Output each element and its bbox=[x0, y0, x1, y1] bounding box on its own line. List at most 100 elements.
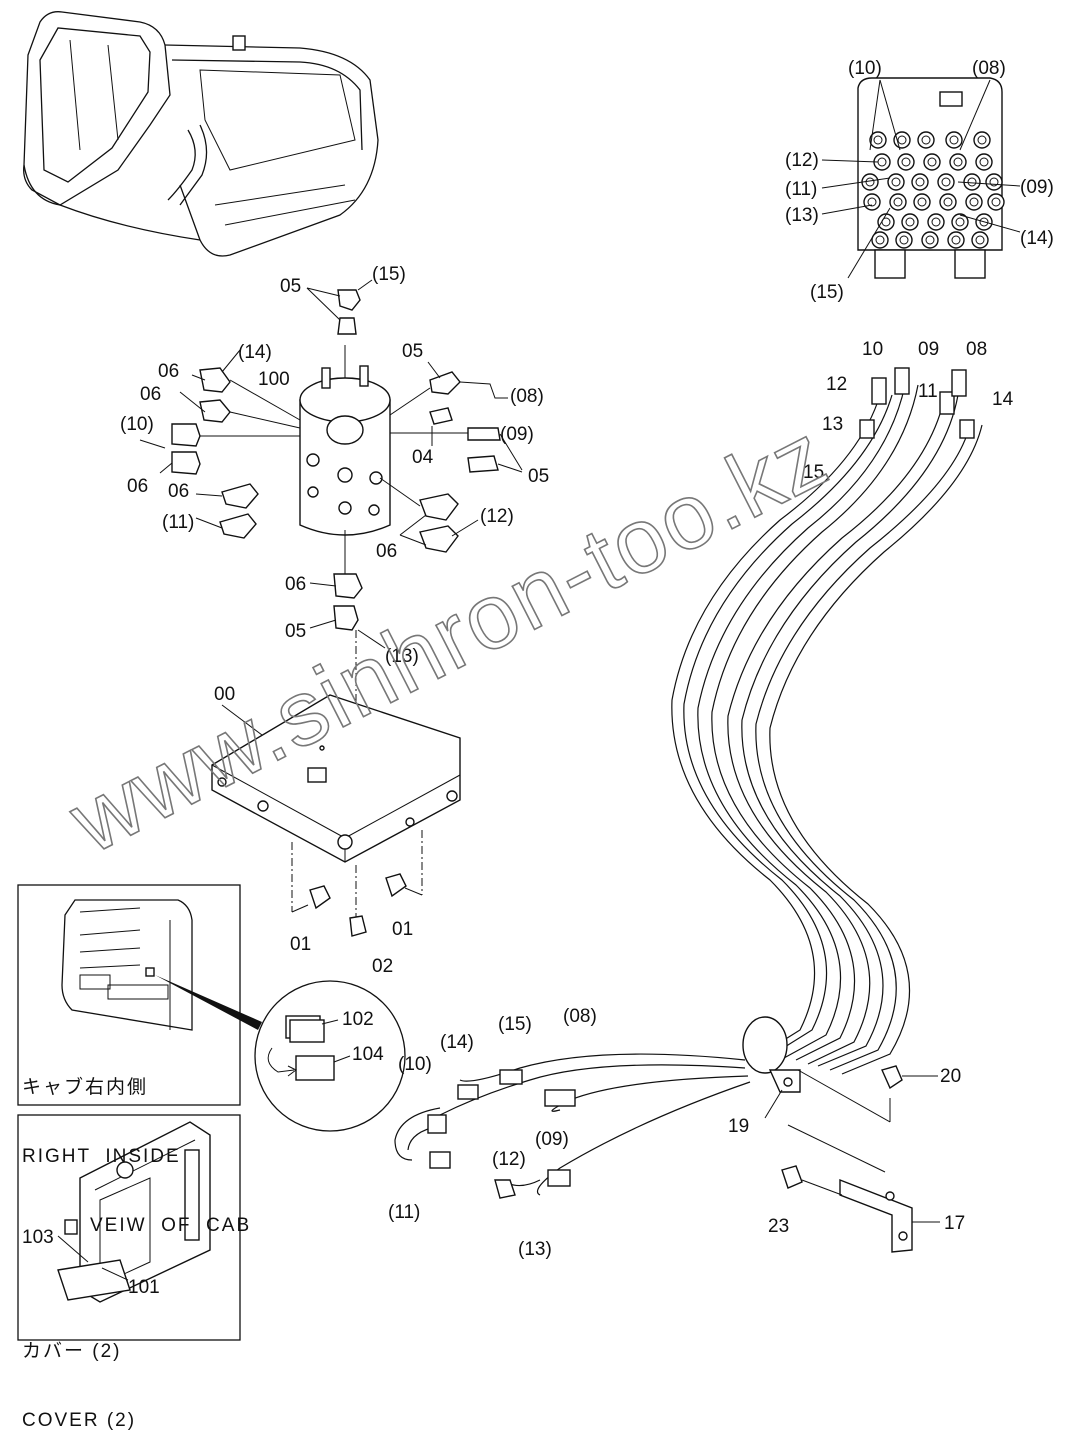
valve-port-core bbox=[941, 177, 951, 187]
hose-bundle bbox=[394, 367, 983, 1199]
inset-cover-caption: カバー (2) COVER (2) bbox=[22, 1294, 136, 1455]
valve-port-core bbox=[925, 235, 935, 245]
valve-label-09: (09) bbox=[1020, 177, 1054, 198]
valve-port bbox=[945, 131, 963, 149]
cover-caption-jp: カバー (2) bbox=[22, 1341, 122, 1362]
valve-port bbox=[901, 213, 919, 231]
cab-caption-jp: キャブ右内側 bbox=[22, 1077, 149, 1098]
valve-port bbox=[917, 131, 935, 149]
hose-end-08: (08) bbox=[563, 1006, 597, 1027]
valve-port-core bbox=[915, 177, 925, 187]
hose-top-11: 11 bbox=[918, 381, 938, 402]
valve-port bbox=[913, 193, 931, 211]
part-labels: 100 05 (15) 06 (14) 06 (10) 06 06 (11) 0… bbox=[22, 58, 1054, 1298]
hose-top-09: 09 bbox=[918, 339, 939, 360]
valve-port-core bbox=[891, 177, 901, 187]
valve-port-core bbox=[953, 157, 963, 167]
valve-port bbox=[887, 173, 905, 191]
valve-label-15: (15) bbox=[810, 282, 844, 303]
bracket-20: 20 bbox=[940, 1066, 961, 1087]
bracket-19: 19 bbox=[728, 1116, 749, 1137]
valve-port bbox=[951, 213, 969, 231]
label-06-f: 06 bbox=[285, 574, 306, 595]
label-06-c: 06 bbox=[127, 476, 148, 497]
valve-port bbox=[911, 173, 929, 191]
valve-label-14: (14) bbox=[1020, 228, 1054, 249]
inset-cab-view bbox=[17, 884, 262, 1106]
valve-port-core bbox=[979, 157, 989, 167]
hose-end-15: (15) bbox=[498, 1014, 532, 1035]
valve-port bbox=[877, 213, 895, 231]
hose-top-14: 14 bbox=[992, 389, 1014, 410]
valve-port bbox=[863, 193, 881, 211]
label-04: 04 bbox=[412, 447, 434, 468]
label-06-b: 06 bbox=[140, 384, 161, 405]
valve-port-core bbox=[979, 217, 989, 227]
valve-port-core bbox=[867, 197, 877, 207]
valve-port-core bbox=[977, 135, 987, 145]
valve-port bbox=[871, 231, 889, 249]
valve-port bbox=[949, 153, 967, 171]
hose-end-13: (13) bbox=[518, 1239, 552, 1260]
cab-caption-en-2: VEIW OF CAB bbox=[90, 1215, 252, 1236]
label-05-right: 05 bbox=[402, 341, 423, 362]
valve-port bbox=[939, 193, 957, 211]
valve-port bbox=[987, 193, 1005, 211]
valve-port bbox=[947, 231, 965, 249]
bracket-17: 17 bbox=[944, 1213, 965, 1234]
excavator-sketch bbox=[23, 11, 379, 257]
valve-port bbox=[973, 131, 991, 149]
valve-port-core bbox=[873, 135, 883, 145]
label-08-right: (08) bbox=[510, 386, 544, 407]
valve-port bbox=[963, 173, 981, 191]
valve-port bbox=[889, 193, 907, 211]
valve-port bbox=[937, 173, 955, 191]
valve-port-core bbox=[989, 177, 999, 187]
label-00: 00 bbox=[214, 684, 235, 705]
label-100: 100 bbox=[258, 369, 290, 390]
inset-102: 102 bbox=[342, 1009, 374, 1030]
valve-port-core bbox=[951, 235, 961, 245]
label-11-left: (11) bbox=[162, 512, 194, 533]
valve-port bbox=[869, 131, 887, 149]
valve-port bbox=[897, 153, 915, 171]
hose-top-13: 13 bbox=[822, 414, 843, 435]
label-01-b: 01 bbox=[392, 919, 413, 940]
valve-label-11: (11) bbox=[785, 179, 817, 200]
label-06-e: 06 bbox=[376, 541, 397, 562]
label-05-r2: 05 bbox=[528, 466, 549, 487]
label-14-left: (14) bbox=[238, 342, 272, 363]
valve-port-core bbox=[917, 197, 927, 207]
valve-port-core bbox=[975, 235, 985, 245]
detail-circle bbox=[254, 980, 406, 1132]
inset-cover-view bbox=[17, 1114, 241, 1341]
fittings bbox=[139, 279, 523, 775]
valve-port bbox=[923, 153, 941, 171]
swivel-block bbox=[299, 345, 391, 536]
bracket bbox=[764, 1065, 940, 1253]
hose-end-09: (09) bbox=[535, 1129, 569, 1150]
valve-port-core bbox=[955, 217, 965, 227]
valve-port-core bbox=[943, 197, 953, 207]
hose-end-14: (14) bbox=[440, 1032, 474, 1053]
valve-port-core bbox=[967, 177, 977, 187]
valve-port bbox=[985, 173, 1003, 191]
label-09-right: (09) bbox=[500, 424, 534, 445]
valve-port-core bbox=[949, 135, 959, 145]
valve-label-08: (08) bbox=[972, 58, 1006, 79]
inset-101: 101 bbox=[128, 1277, 160, 1298]
valve-port-core bbox=[905, 217, 915, 227]
label-05-top: 05 bbox=[280, 276, 301, 297]
label-12-right: (12) bbox=[480, 506, 514, 527]
valve-block bbox=[821, 77, 1021, 279]
cab-caption-en-1: RIGHT INSIDE bbox=[22, 1146, 181, 1167]
label-05-bot: 05 bbox=[285, 621, 306, 642]
valve-port bbox=[975, 153, 993, 171]
hose-top-15: 15 bbox=[803, 462, 824, 483]
valve-port-core bbox=[921, 135, 931, 145]
label-06-d: 06 bbox=[168, 481, 189, 502]
valve-port-core bbox=[875, 235, 885, 245]
inset-104: 104 bbox=[352, 1044, 384, 1065]
valve-label-10: (10) bbox=[848, 58, 882, 79]
valve-port-core bbox=[927, 157, 937, 167]
